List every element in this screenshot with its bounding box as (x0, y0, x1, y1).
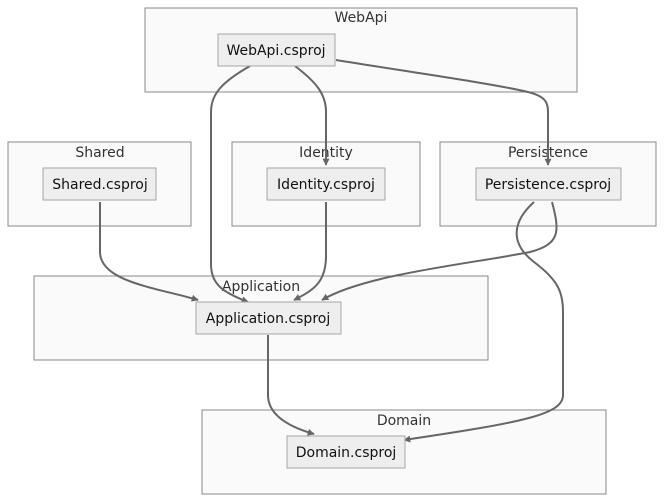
node-shared-box[interactable] (42, 167, 157, 201)
edge-identity-to-application (293, 202, 327, 301)
cluster-shared-label: Shared (75, 145, 124, 161)
cluster-webapi-label: WebApi (335, 10, 388, 26)
node-shared-label: Shared.csproj (52, 177, 148, 193)
node-persistence[interactable]: Persistence.csproj (475, 167, 622, 201)
node-domain-label: Domain.csproj (296, 445, 397, 461)
edge-application-to-domain (267, 335, 315, 436)
node-identity[interactable]: Identity.csproj (266, 167, 386, 201)
edge-webapi-to-persistence (335, 59, 552, 166)
edge-persistence-to-domain (403, 201, 564, 443)
edges (99, 59, 564, 443)
node-application[interactable]: Application.csproj (195, 301, 342, 335)
node-domain[interactable]: Domain.csproj (286, 435, 406, 469)
node-identity-box[interactable] (266, 167, 386, 201)
edge-webapi-to-identity (294, 65, 330, 166)
node-shared[interactable]: Shared.csproj (42, 167, 157, 201)
edge-persistence-to-application (321, 201, 558, 301)
cluster-webapi-box (144, 7, 578, 93)
node-application-label: Application.csproj (206, 311, 330, 327)
node-webapi-box[interactable] (217, 33, 336, 67)
node-persistence-box[interactable] (475, 167, 622, 201)
node-application-box[interactable] (195, 301, 342, 335)
cluster-domain-label: Domain (377, 413, 431, 429)
cluster-application-label: Application (222, 279, 300, 295)
node-domain-box[interactable] (286, 435, 406, 469)
edge-webapi-to-application (210, 65, 251, 304)
node-webapi-label: WebApi.csproj (226, 43, 325, 59)
node-persistence-label: Persistence.csproj (485, 177, 611, 193)
node-webapi[interactable]: WebApi.csproj (217, 33, 336, 67)
edge-shared-to-application (99, 202, 199, 302)
cluster-webapi: WebApi (144, 7, 578, 93)
node-identity-label: Identity.csproj (277, 177, 375, 193)
